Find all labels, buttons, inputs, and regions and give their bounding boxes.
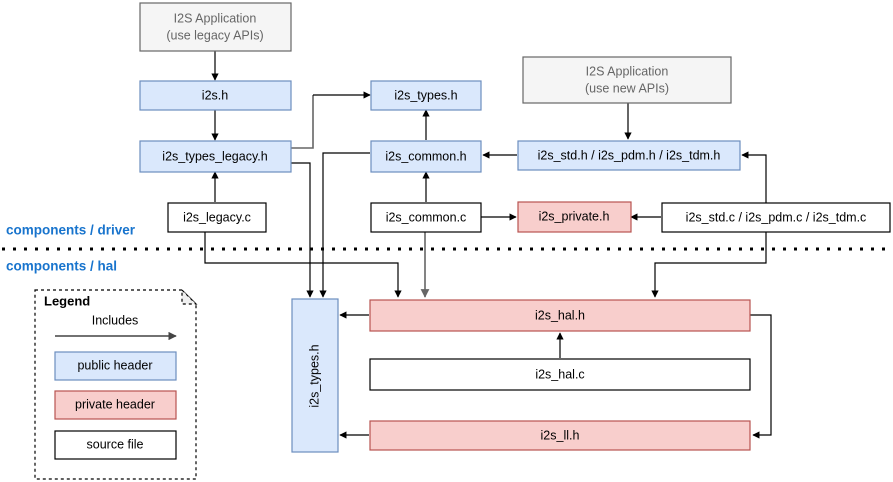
node-i2s-legacy-c-label: i2s_legacy.c [183,210,251,224]
node-i2s-common-c-label: i2s_common.c [386,210,467,224]
node-i2s-types-h-hal-label: i2s_types.h [307,344,321,407]
edge-std-c-to-std-h [741,151,767,203]
node-app-legacy[interactable]: I2S Application (use legacy APIs) [139,2,292,52]
node-i2s-common-h-label: i2s_common.h [385,149,466,163]
node-i2s-ll-h[interactable]: i2s_ll.h [369,420,751,451]
legend-title: Legend [44,293,90,308]
node-i2s-h[interactable]: i2s.h [139,80,292,111]
node-i2s-std-pdm-tdm-h-label: i2s_std.h / i2s_pdm.h / i2s_tdm.h [538,148,721,162]
legend-item-source-file: source file [54,430,177,460]
node-app-new[interactable]: I2S Application (use new APIs) [522,56,732,104]
node-app-new-line2: (use new APIs) [585,81,669,95]
node-i2s-std-pdm-tdm-c-label: i2s_std.c / i2s_pdm.c / i2s_tdm.c [686,210,867,224]
node-i2s-std-pdm-tdm-c[interactable]: i2s_std.c / i2s_pdm.c / i2s_tdm.c [661,202,891,233]
legend-item-private-header: private header [54,390,177,420]
node-app-legacy-line2: (use legacy APIs) [166,28,263,42]
edge-types-legacy-to-types-hal [291,162,314,298]
layer-divider: components / driver components / hal [2,223,891,274]
legend-includes-label: Includes [92,313,139,327]
node-i2s-std-pdm-tdm-h[interactable]: i2s_std.h / i2s_pdm.h / i2s_tdm.h [517,140,741,171]
node-i2s-common-h[interactable]: i2s_common.h [370,140,482,173]
node-i2s-legacy-c[interactable]: i2s_legacy.c [167,202,267,233]
node-i2s-hal-c-label: i2s_hal.c [535,367,584,381]
node-app-legacy-line1: I2S Application [174,11,257,25]
edge-common-h-to-types-hal [319,152,370,298]
node-i2s-private-h-label: i2s_private.h [539,209,610,223]
edge-hal-h-to-ll-h [750,314,772,439]
node-i2s-types-legacy-h-label: i2s_types_legacy.h [162,149,267,163]
node-i2s-types-h-top-label: i2s_types.h [394,88,457,102]
edge-legacy-c-to-hal-h [204,232,402,298]
layer-label-hal: components / hal [6,259,117,274]
node-i2s-hal-h[interactable]: i2s_hal.h [369,299,751,332]
node-i2s-types-legacy-h[interactable]: i2s_types_legacy.h [139,140,292,173]
node-i2s-private-h[interactable]: i2s_private.h [517,201,632,233]
node-i2s-types-h-top[interactable]: i2s_types.h [370,80,482,111]
node-i2s-h-label: i2s.h [202,88,228,102]
node-i2s-hal-h-label: i2s_hal.h [535,308,585,322]
layer-label-driver: components / driver [6,223,136,238]
edge-types-legacy-to-types-top [291,95,314,149]
node-i2s-hal-c[interactable]: i2s_hal.c [369,358,751,391]
legend: Legend Includes public header private he… [34,288,198,480]
legend-item-public-header: public header [54,351,177,381]
legend-item-private-header-label: private header [75,397,155,411]
legend-item-source-file-label: source file [87,437,144,451]
node-i2s-types-h-hal[interactable]: i2s_types.h [291,298,339,453]
node-app-new-line1: I2S Application [586,64,669,78]
node-i2s-common-c[interactable]: i2s_common.c [370,202,482,233]
node-i2s-ll-h-label: i2s_ll.h [541,428,580,442]
edge-std-c-to-hal-h [651,232,767,298]
legend-item-public-header-label: public header [77,358,152,372]
